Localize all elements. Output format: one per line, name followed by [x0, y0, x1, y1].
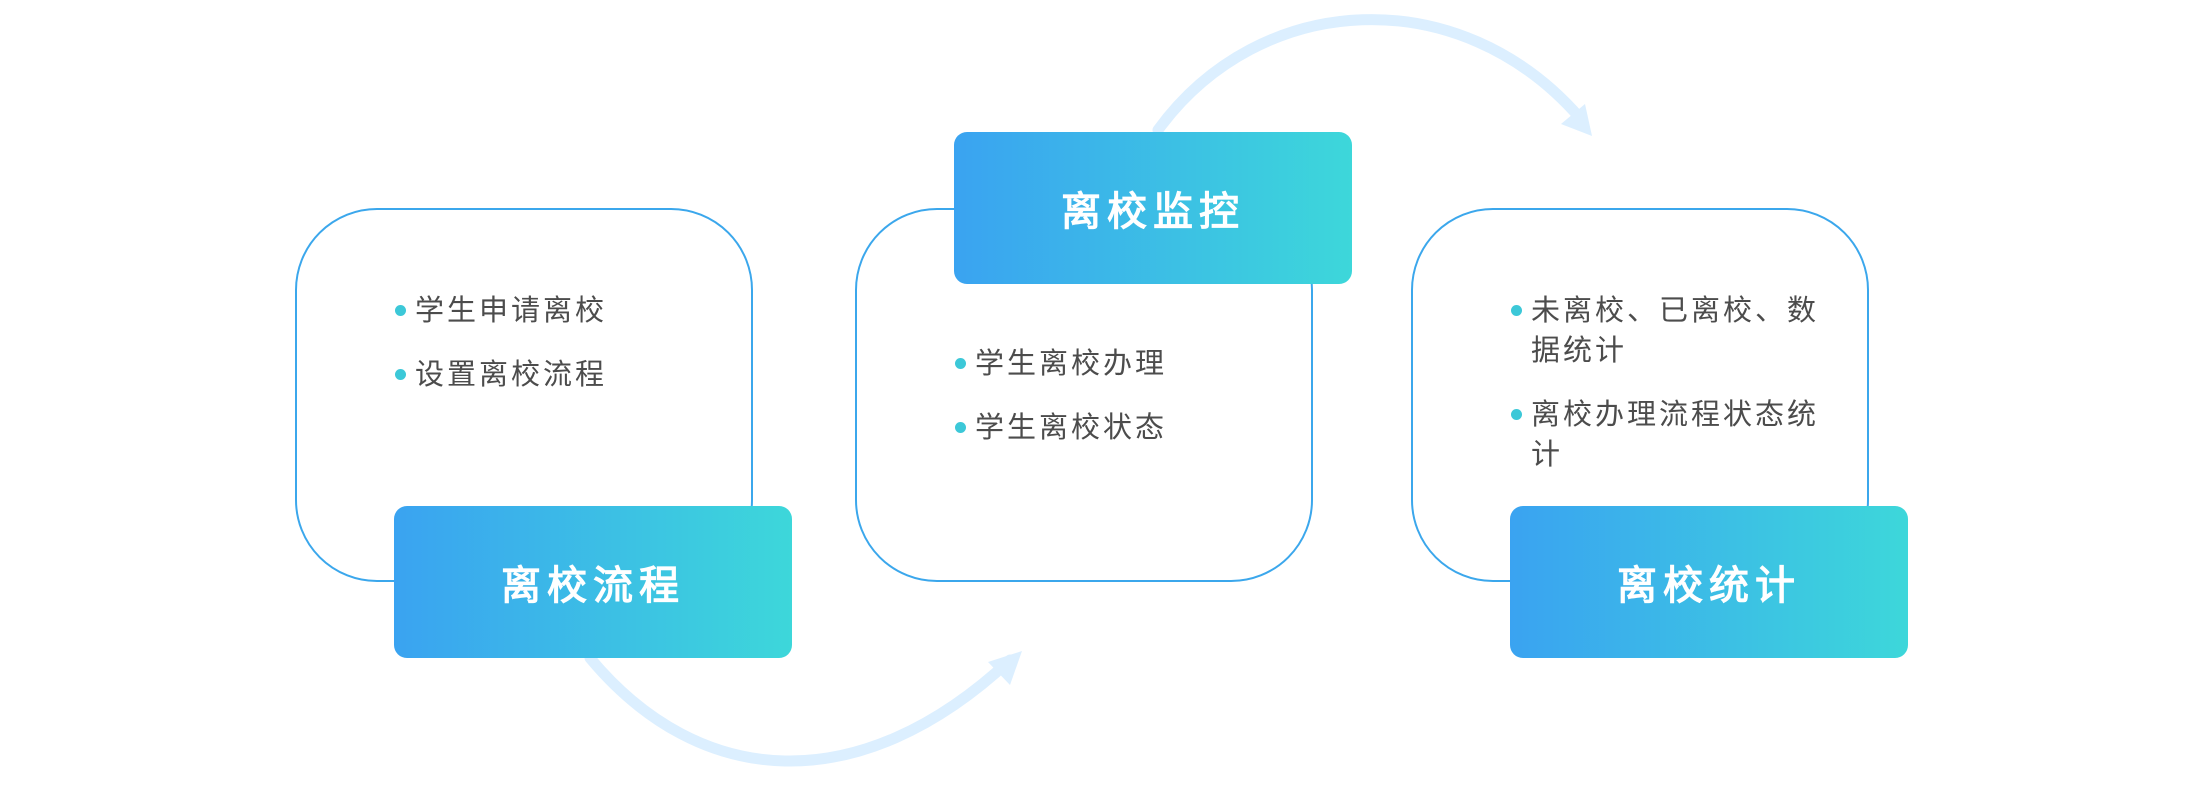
curved-arrow-icon [584, 651, 1022, 767]
arrow-bottom-head [988, 651, 1022, 685]
step-1-item-2: 设置离校流程 [395, 354, 735, 394]
step-3-title: 离校统计 [1510, 506, 1908, 658]
arrow-bottom-curve [584, 652, 1016, 767]
step-2-title: 离校监控 [954, 132, 1352, 284]
arrow-top-head [1561, 104, 1592, 136]
step-1-list: 学生申请离校 设置离校流程 [395, 290, 735, 418]
step-2-item-1: 学生离校办理 [955, 343, 1295, 383]
step-2-list: 学生离校办理 学生离校状态 [955, 343, 1295, 471]
step-1-item-1: 学生申请离校 [395, 290, 735, 330]
step-1-title: 离校流程 [394, 506, 792, 658]
step-3-list: 未离校、已离校、数据统计 离校办理流程状态统计 [1511, 290, 1827, 498]
arrow-top-curve [1152, 14, 1586, 136]
step-3-item-2: 离校办理流程状态统计 [1511, 394, 1827, 474]
step-3-item-1: 未离校、已离校、数据统计 [1511, 290, 1827, 370]
curved-arrow-icon [1152, 14, 1592, 136]
step-2-item-2: 学生离校状态 [955, 407, 1295, 447]
